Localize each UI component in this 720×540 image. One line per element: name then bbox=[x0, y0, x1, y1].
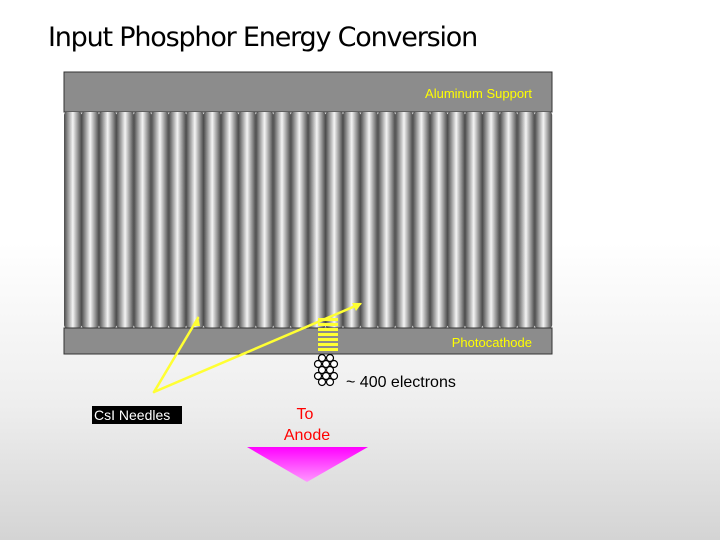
to-anode-label-line1: To bbox=[297, 406, 314, 423]
csi-needle bbox=[238, 112, 256, 328]
csi-needle bbox=[256, 112, 274, 328]
csi-needle bbox=[465, 112, 483, 328]
csi-needle bbox=[221, 112, 239, 328]
csi-needle bbox=[186, 112, 204, 328]
to-anode-arrow bbox=[247, 447, 368, 482]
to-anode-label-line2: Anode bbox=[284, 427, 330, 444]
csi-needle bbox=[81, 112, 99, 328]
csi-needle bbox=[308, 112, 326, 328]
csi-needle bbox=[413, 112, 431, 328]
csi-needle bbox=[343, 112, 361, 328]
csi-needle bbox=[447, 112, 465, 328]
csi-needle bbox=[151, 112, 169, 328]
csi-needle bbox=[378, 112, 396, 328]
electrons-label: ~ 400 electrons bbox=[346, 374, 456, 391]
aluminum-support-label: Aluminum Support bbox=[425, 86, 532, 101]
csi-needle bbox=[482, 112, 500, 328]
electron-cluster-icon bbox=[315, 355, 338, 386]
csi-needle bbox=[325, 112, 343, 328]
csi-needle bbox=[203, 112, 221, 328]
csi-needle bbox=[116, 112, 134, 328]
csi-needle bbox=[169, 112, 187, 328]
csi-needle bbox=[535, 112, 553, 328]
csi-needle bbox=[500, 112, 518, 328]
csi-needle-array bbox=[64, 112, 552, 328]
csi-needle bbox=[64, 112, 82, 328]
csi-needle bbox=[273, 112, 291, 328]
csi-needle bbox=[99, 112, 117, 328]
csi-needle bbox=[395, 112, 413, 328]
csi-needles-label: CsI Needles bbox=[94, 407, 170, 423]
photocathode-label: Photocathode bbox=[452, 335, 532, 350]
csi-needle bbox=[291, 112, 309, 328]
csi-needle bbox=[517, 112, 535, 328]
csi-needle bbox=[360, 112, 378, 328]
csi-needle bbox=[134, 112, 152, 328]
csi-needle bbox=[430, 112, 448, 328]
